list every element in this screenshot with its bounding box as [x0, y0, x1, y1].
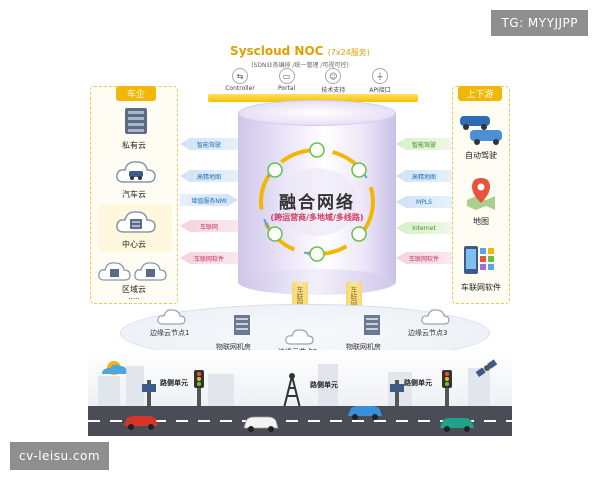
roadside-unit-1-icon [142, 380, 156, 408]
edge-node-1-label: 边缘云节点1 [150, 329, 190, 337]
pillar-left-label: 车联网 [296, 286, 304, 307]
car-cloud-icon [116, 161, 156, 183]
right-arrow-4: Internet [396, 222, 452, 234]
autonomous-driving-icon [460, 116, 502, 145]
roadside-unit-3-icon [390, 380, 404, 408]
pillar-right-label: 车联网 [350, 286, 358, 307]
noc-controller-label: Controller [225, 85, 255, 92]
right-arrow-5: 车联网软件 [396, 252, 452, 264]
watermark-bottom-left: cv-leisu.com [10, 442, 110, 470]
right-item-map: 地图 [473, 217, 489, 226]
map-pin-icon [467, 178, 495, 210]
noc-portal-label: Portal [278, 85, 296, 92]
controller-icon: ⇆ [232, 68, 248, 84]
right-arrow-2: 高精地图 [396, 170, 452, 182]
watermark-top-right: TG: MYYJJPP [491, 10, 588, 36]
city-background [88, 350, 512, 408]
right-item-car-software: 车联网软件 [461, 283, 501, 292]
car-network-software-icon [464, 246, 494, 274]
right-arrow-5-label: 车联网软件 [408, 255, 439, 263]
portal-icon: ▭ [278, 68, 295, 84]
left-item-more: ..... [128, 293, 140, 301]
left-panel-title: 车企 [116, 86, 156, 101]
noc-portal: ▭ Portal [267, 68, 307, 96]
noc-support-label: 技术支持 [321, 87, 346, 94]
core-title: 融合网络 [279, 193, 355, 213]
noc-icon-row: ⇆ Controller ▭ Portal ☺ 技术支持 ⏚ API接口 [220, 68, 400, 96]
center-cloud-icon [116, 211, 156, 233]
left-arrow-4: 车联网 [180, 220, 238, 232]
edge-node-3-label: 边缘云节点3 [408, 329, 448, 337]
left-item-regional-cloud: 区域云 [122, 285, 146, 294]
traffic-light-1-icon [194, 370, 204, 408]
support-icon: ☺ [325, 68, 342, 84]
edge-node-2-cloud-icon [285, 329, 314, 345]
left-arrow-5-label: 车联网软件 [193, 255, 224, 263]
car-teal-icon [440, 418, 474, 432]
roadside-unit-3-label: 路侧单元 [404, 379, 432, 387]
car-blue-icon [348, 406, 382, 420]
left-arrow-3-label: 增值服务NMI [191, 197, 227, 205]
edge-node-3-cloud-icon [421, 309, 450, 325]
car-white-icon [243, 416, 279, 432]
car-red-icon [124, 416, 158, 430]
cylinder-bottom [238, 269, 396, 295]
right-panel-title: 上下游 [458, 86, 502, 101]
noc-subtitle: (SDN业务编排 /统一管理 /可视可控) [251, 62, 349, 69]
road-lane-line [88, 420, 512, 422]
iot-room-1-label: 物联网机房 [216, 343, 251, 351]
traffic-light-2-icon [442, 370, 452, 408]
left-arrow-1-label: 智能驾驶 [196, 141, 221, 149]
noc-api: ⏚ API接口 [360, 68, 400, 96]
noc-yellow-bar [208, 94, 418, 102]
left-item-center-cloud: 中心云 [122, 240, 146, 249]
left-item-car-cloud: 汽车云 [122, 190, 146, 199]
right-arrow-1-label: 智能驾驶 [411, 141, 436, 149]
cell-tower-icon [283, 373, 301, 408]
iot-room-2-label: 物联网机房 [346, 343, 381, 351]
noc-api-label: API接口 [369, 87, 391, 94]
left-arrow-3: 增值服务NMI [180, 194, 238, 206]
right-arrow-3-label: MPLS [416, 198, 432, 206]
right-arrow-3: MPLS [396, 196, 452, 208]
noc-controller: ⇆ Controller [220, 68, 260, 96]
iot-room-1-server-icon [234, 315, 250, 335]
core-subtitle: (跨运营商/多地域/多线路) [270, 213, 364, 222]
noc-title-main: Syscloud NOC [230, 44, 324, 58]
iot-room-2-server-icon [364, 315, 380, 335]
left-item-private-cloud: 私有云 [122, 141, 146, 150]
api-plug-icon: ⏚ [371, 68, 388, 84]
private-cloud-server-icon [125, 108, 147, 134]
noc-title-suffix: (7x24服务) [327, 48, 370, 57]
regional-cloud-icons [98, 262, 167, 281]
right-arrow-1: 智能驾驶 [396, 138, 452, 150]
cylinder-top [238, 100, 396, 126]
noc-title: Syscloud NOC (7x24服务) [0, 44, 600, 58]
right-arrow-4-label: Internet [412, 224, 436, 232]
noc-support: ☺ 技术支持 [313, 68, 353, 96]
roadside-unit-2-label: 路侧单元 [310, 381, 338, 389]
network-ring [259, 142, 375, 262]
left-arrow-1: 智能驾驶 [180, 138, 238, 150]
left-arrow-4-label: 车联网 [199, 223, 218, 231]
left-arrow-2: 高精地图 [180, 170, 238, 182]
right-item-autonomous: 自动驾驶 [465, 151, 497, 160]
edge-node-1-cloud-icon [157, 309, 186, 325]
roadside-unit-1-label: 路侧单元 [160, 379, 188, 387]
left-arrow-5: 车联网软件 [180, 252, 238, 264]
left-arrow-2-label: 高精地图 [196, 173, 221, 181]
satellite-icon [475, 359, 498, 377]
city-skyline [98, 361, 490, 408]
right-arrow-2-label: 高精地图 [411, 173, 436, 181]
